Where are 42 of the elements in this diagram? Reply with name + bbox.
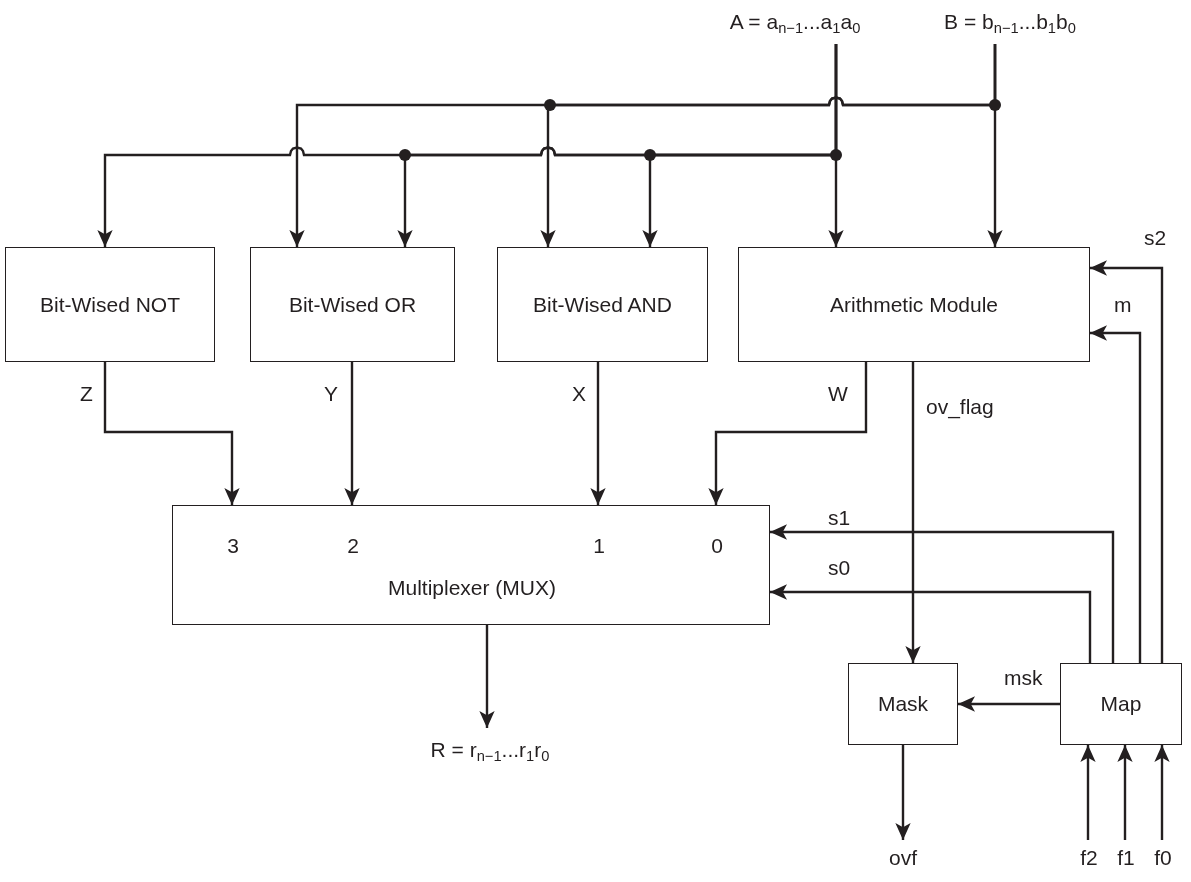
signal-label: f2 (1080, 846, 1098, 870)
arrow (905, 362, 921, 663)
process-box (497, 247, 708, 362)
signal-label: R = r$_{n−1}$...r$_{1}$r$_{0}$ (430, 738, 550, 762)
box-title: Multiplexer (MUX) (388, 576, 556, 600)
box-title: Mask (877, 692, 929, 716)
arrow (958, 696, 1060, 712)
arrow (1090, 260, 1164, 663)
signal-label: ovf (889, 846, 917, 870)
process-box (5, 247, 215, 362)
arrow (770, 584, 1092, 663)
signal-label: A = a$_{n−1}$...a$_{1}$a$_{0}$ (729, 10, 861, 34)
arrow (344, 362, 360, 505)
process-box (172, 505, 770, 625)
arrow (895, 745, 911, 840)
arrow (1090, 325, 1142, 663)
arrow (479, 625, 495, 728)
process-box (848, 663, 958, 745)
arrow (828, 44, 844, 247)
signal-label: f0 (1154, 846, 1172, 870)
arrow (1117, 745, 1133, 840)
arrow (1080, 745, 1096, 840)
port-number: 0 (711, 534, 723, 558)
process-box (250, 247, 455, 362)
signal-label: f1 (1117, 846, 1135, 870)
arrow (590, 362, 606, 505)
box-title: Bit-Wised OR (288, 292, 417, 317)
port-number: 3 (227, 534, 239, 558)
arrow (1154, 745, 1170, 840)
arrow (987, 44, 1003, 247)
box-title: Bit-Wised NOT (40, 292, 180, 317)
signal-label: B = b$_{n−1}$...b$_{1}$b$_{0}$ (944, 10, 1076, 34)
arrow (770, 524, 1115, 663)
arrow (103, 362, 240, 505)
box-title: Map (1100, 692, 1142, 716)
arrow (708, 362, 868, 505)
port-number: 1 (593, 534, 605, 558)
box-title: Bit-Wised AND (533, 292, 672, 317)
process-box (738, 247, 1090, 362)
process-box (1060, 663, 1182, 745)
port-number: 2 (347, 534, 359, 558)
box-title: Arithmetic Module (829, 292, 999, 317)
